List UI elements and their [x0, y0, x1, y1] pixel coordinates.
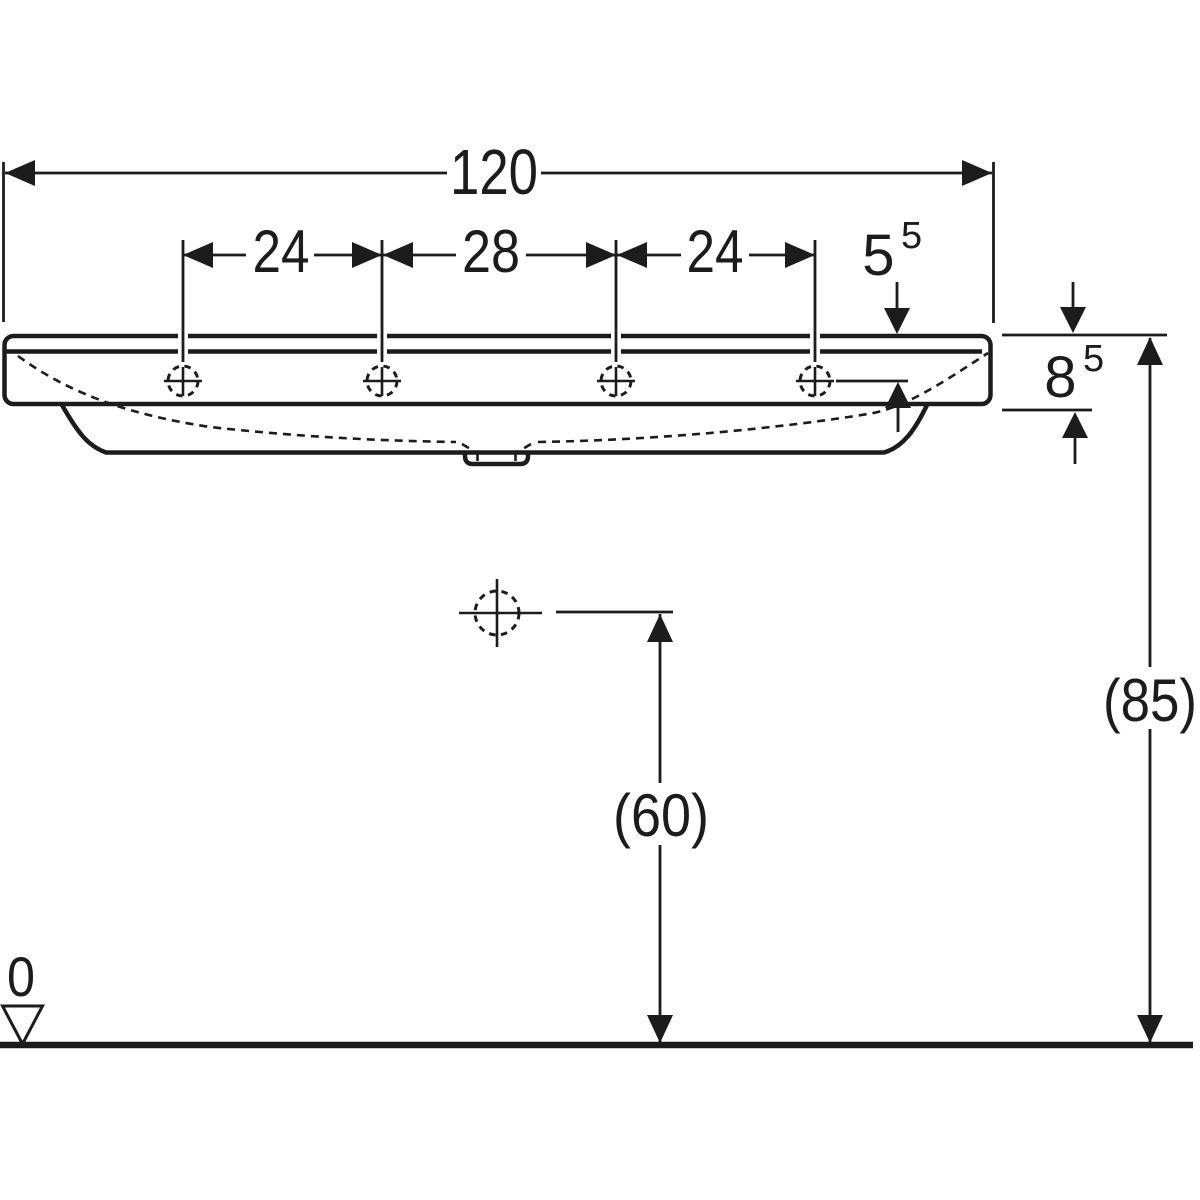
arrowhead-down-icon — [1137, 1015, 1163, 1043]
dim-label-85: (85) — [1103, 667, 1197, 734]
arrowhead-icon — [617, 242, 647, 268]
arrowhead-down-icon — [1060, 307, 1086, 333]
dim-tap-offset: 5 5 — [836, 215, 922, 432]
dim-label-120: 120 — [450, 136, 538, 208]
washbasin-outline — [2, 333, 993, 467]
drain-funnel-dashes — [461, 442, 532, 455]
dim-label-24-right: 24 — [687, 218, 744, 285]
arrowhead-icon — [586, 242, 616, 268]
drain-outlet — [462, 451, 531, 467]
arrowhead-up-icon — [647, 614, 673, 642]
arrowhead-icon — [785, 242, 815, 268]
tap-hole-icon — [597, 364, 635, 398]
arrowhead-icon — [352, 242, 382, 268]
arrowhead-icon — [183, 242, 213, 268]
floor-datum: 0 — [0, 945, 1193, 1049]
dim-tap-spacings: 24 28 24 — [178, 218, 820, 362]
dim-rim-height: (85) — [1096, 337, 1200, 1043]
tap-hole-icon — [796, 364, 834, 398]
arrowhead-icon — [383, 242, 413, 268]
datum-triangle-icon — [0, 1004, 45, 1048]
drain-outlet-inner-walls — [476, 452, 517, 461]
label-backing — [456, 222, 526, 280]
basin-slab-outline — [2, 333, 993, 407]
tap-hole-icon — [363, 364, 401, 398]
dim-label-28: 28 — [462, 218, 520, 285]
arrowhead-right-icon — [962, 160, 992, 186]
label-backing — [681, 222, 749, 280]
arrowhead-up-icon — [885, 382, 911, 408]
dim-label-24-left: 24 — [253, 218, 310, 285]
dim-overall-width: 120 — [2, 136, 995, 323]
supply-connection-icon — [459, 579, 673, 647]
basin-apron-outline — [60, 403, 930, 455]
dim-label-60: (60) — [613, 782, 709, 849]
datum-label-0: 0 — [7, 945, 35, 1008]
dim-label-8-5: 8 5 — [1044, 338, 1104, 410]
bowl-contour-dashed-right — [537, 351, 989, 444]
arrowhead-up-icon — [1062, 412, 1088, 438]
arrowhead-down-icon — [647, 1015, 673, 1043]
label-backing — [246, 222, 314, 280]
label-backing — [1096, 667, 1200, 729]
arrowhead-up-icon — [1137, 337, 1163, 365]
dim-thickness: 8 5 — [1002, 282, 1167, 464]
dim-supply-height: (60) — [607, 614, 715, 1043]
tap-hole-icon — [164, 364, 202, 398]
arrowhead-left-icon — [5, 160, 35, 186]
dim-label-5-5: 5 5 — [862, 215, 922, 288]
arrowhead-down-icon — [884, 308, 910, 334]
bowl-contour-dashed-left — [17, 354, 457, 444]
label-backing — [607, 783, 715, 845]
extension-lines — [181, 240, 817, 362]
tap-hole-icons — [164, 364, 834, 398]
